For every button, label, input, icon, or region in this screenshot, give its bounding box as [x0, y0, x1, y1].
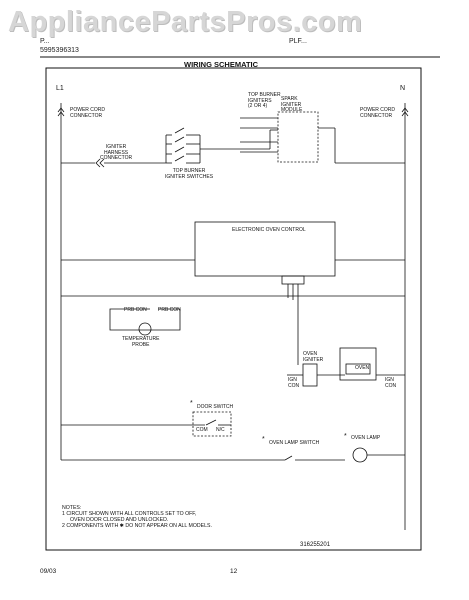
- oven-lamp-label: OVEN LAMP: [351, 435, 381, 441]
- oven-lamp-switch-asterisk: *: [262, 436, 265, 443]
- notes-heading: NOTES:: [62, 505, 82, 511]
- door-switch-label: DOOR SWITCH: [197, 404, 234, 410]
- footer-page-number: 12: [230, 568, 238, 575]
- part-number: 5995396313: [40, 47, 79, 54]
- l1-label: L1: [56, 85, 64, 92]
- n-label: N: [400, 85, 406, 92]
- oven-lamp-switch-label: OVEN LAMP SWITCH: [269, 440, 320, 446]
- prb-con-right-label: PRB CON: [158, 307, 181, 313]
- footer-date: 09/03: [40, 568, 57, 575]
- note-2: 2 COMPONENTS WITH ✱ DO NOT APPEAR ON ALL…: [62, 523, 212, 529]
- prb-con-left-label: PRB CON: [124, 307, 147, 313]
- door-switch-com-label: COM: [196, 427, 208, 433]
- document-number: 316255201: [300, 542, 331, 548]
- model-number-right: PLF...: [289, 38, 307, 45]
- door-switch-nc-label: N/C: [216, 427, 225, 433]
- watermark: AppliancePartsPros.com: [8, 6, 363, 38]
- oven-lamp-asterisk: *: [344, 433, 347, 440]
- note-1-continued: OVEN DOOR CLOSED AND UNLOCKED.: [70, 517, 169, 523]
- note-1: 1 CIRCUIT SHOWN WITH ALL CONTROLS SET TO…: [62, 511, 197, 517]
- door-switch-asterisk: *: [190, 400, 193, 407]
- oven-valve-label: OVEN: [355, 365, 370, 371]
- electronic-oven-control-label: ELECTRONIC OVEN CONTROL: [232, 227, 306, 233]
- model-number-left: P...: [40, 38, 50, 45]
- page-title: WIRING SCHEMATIC: [184, 60, 259, 69]
- notes-block: NOTES: 1 CIRCUIT SHOWN WITH ALL CONTROLS…: [62, 505, 212, 529]
